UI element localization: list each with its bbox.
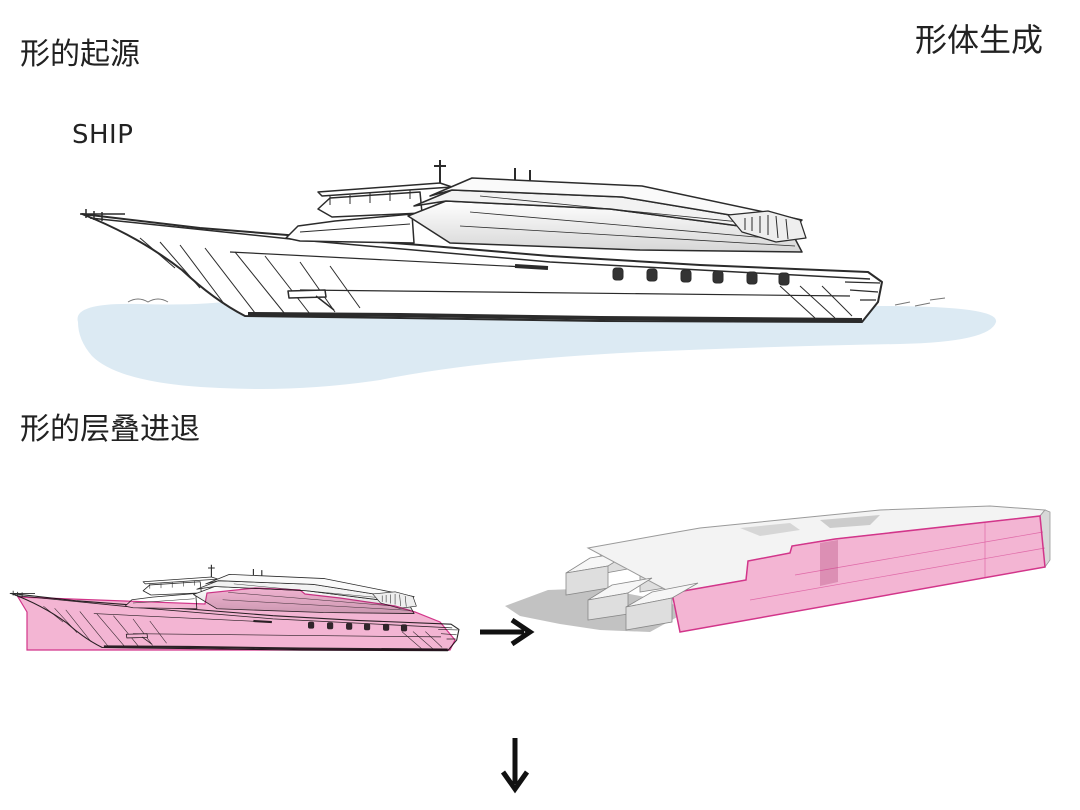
ship-label: SHIP [72,120,134,150]
courtyard-cut [740,523,800,536]
arrow-down-icon [500,738,530,794]
courtyard-cut [820,515,880,528]
facade-recess [820,540,838,586]
form-generation-title: 形体生成 [915,21,1044,59]
massing-pink-facade [671,515,1046,633]
massing-model [505,505,1051,633]
arrow-right-icon [480,617,535,647]
layering-heading: 形的层叠进退 [20,412,200,447]
layer-overlay [16,587,456,651]
ship-origin-sketch [78,158,884,324]
water-splash [127,297,946,307]
stacked-slabs-front [587,577,699,631]
slab-front [625,597,673,631]
facade-floor-lines [749,523,1046,601]
origin-heading: 形的起源 [20,37,140,72]
